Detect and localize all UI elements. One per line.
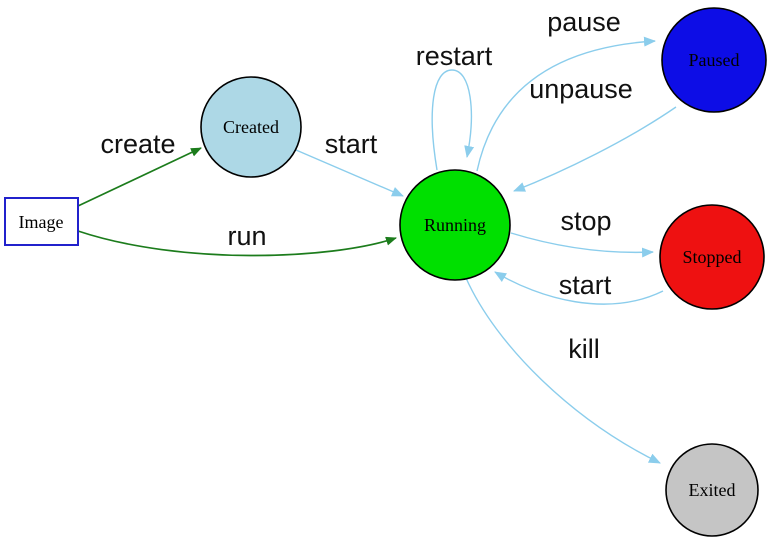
edge-label-kill: kill bbox=[568, 334, 600, 364]
edge-label-restart: restart bbox=[416, 41, 493, 71]
edge-stop bbox=[510, 232, 654, 258]
edge-pause bbox=[476, 36, 656, 172]
edge-labels-layer: create run start restart pause unpause s… bbox=[100, 7, 632, 364]
edge-run bbox=[77, 230, 397, 257]
edge-label-start-from-stopped: start bbox=[559, 270, 612, 300]
edge-label-stop: stop bbox=[560, 206, 611, 236]
node-label-exited: Exited bbox=[689, 480, 736, 500]
edge-create bbox=[77, 147, 202, 207]
edge-label-pause: pause bbox=[547, 7, 621, 37]
node-running bbox=[399, 169, 511, 281]
edge-label-unpause: unpause bbox=[529, 74, 633, 104]
edge-kill bbox=[465, 277, 661, 464]
node-exited bbox=[665, 443, 759, 537]
node-label-image: Image bbox=[19, 212, 64, 232]
edge-start-from-created bbox=[295, 149, 404, 197]
node-paused bbox=[661, 7, 767, 113]
node-created bbox=[200, 76, 302, 178]
edge-label-run: run bbox=[227, 221, 266, 251]
edges-layer bbox=[77, 36, 677, 464]
edge-label-create: create bbox=[100, 129, 175, 159]
nodes-layer: Image Created Running Paused Stopped Exi… bbox=[4, 7, 767, 537]
edge-restart-self-loop bbox=[431, 69, 475, 171]
edge-unpause bbox=[513, 106, 677, 192]
node-image bbox=[4, 197, 79, 246]
node-stopped bbox=[659, 204, 765, 310]
edge-label-start-from-created: start bbox=[325, 129, 378, 159]
node-label-created: Created bbox=[223, 117, 279, 137]
node-label-paused: Paused bbox=[689, 50, 740, 70]
edge-start-from-stopped bbox=[494, 271, 664, 305]
node-label-stopped: Stopped bbox=[682, 247, 741, 267]
node-label-running: Running bbox=[424, 215, 486, 235]
